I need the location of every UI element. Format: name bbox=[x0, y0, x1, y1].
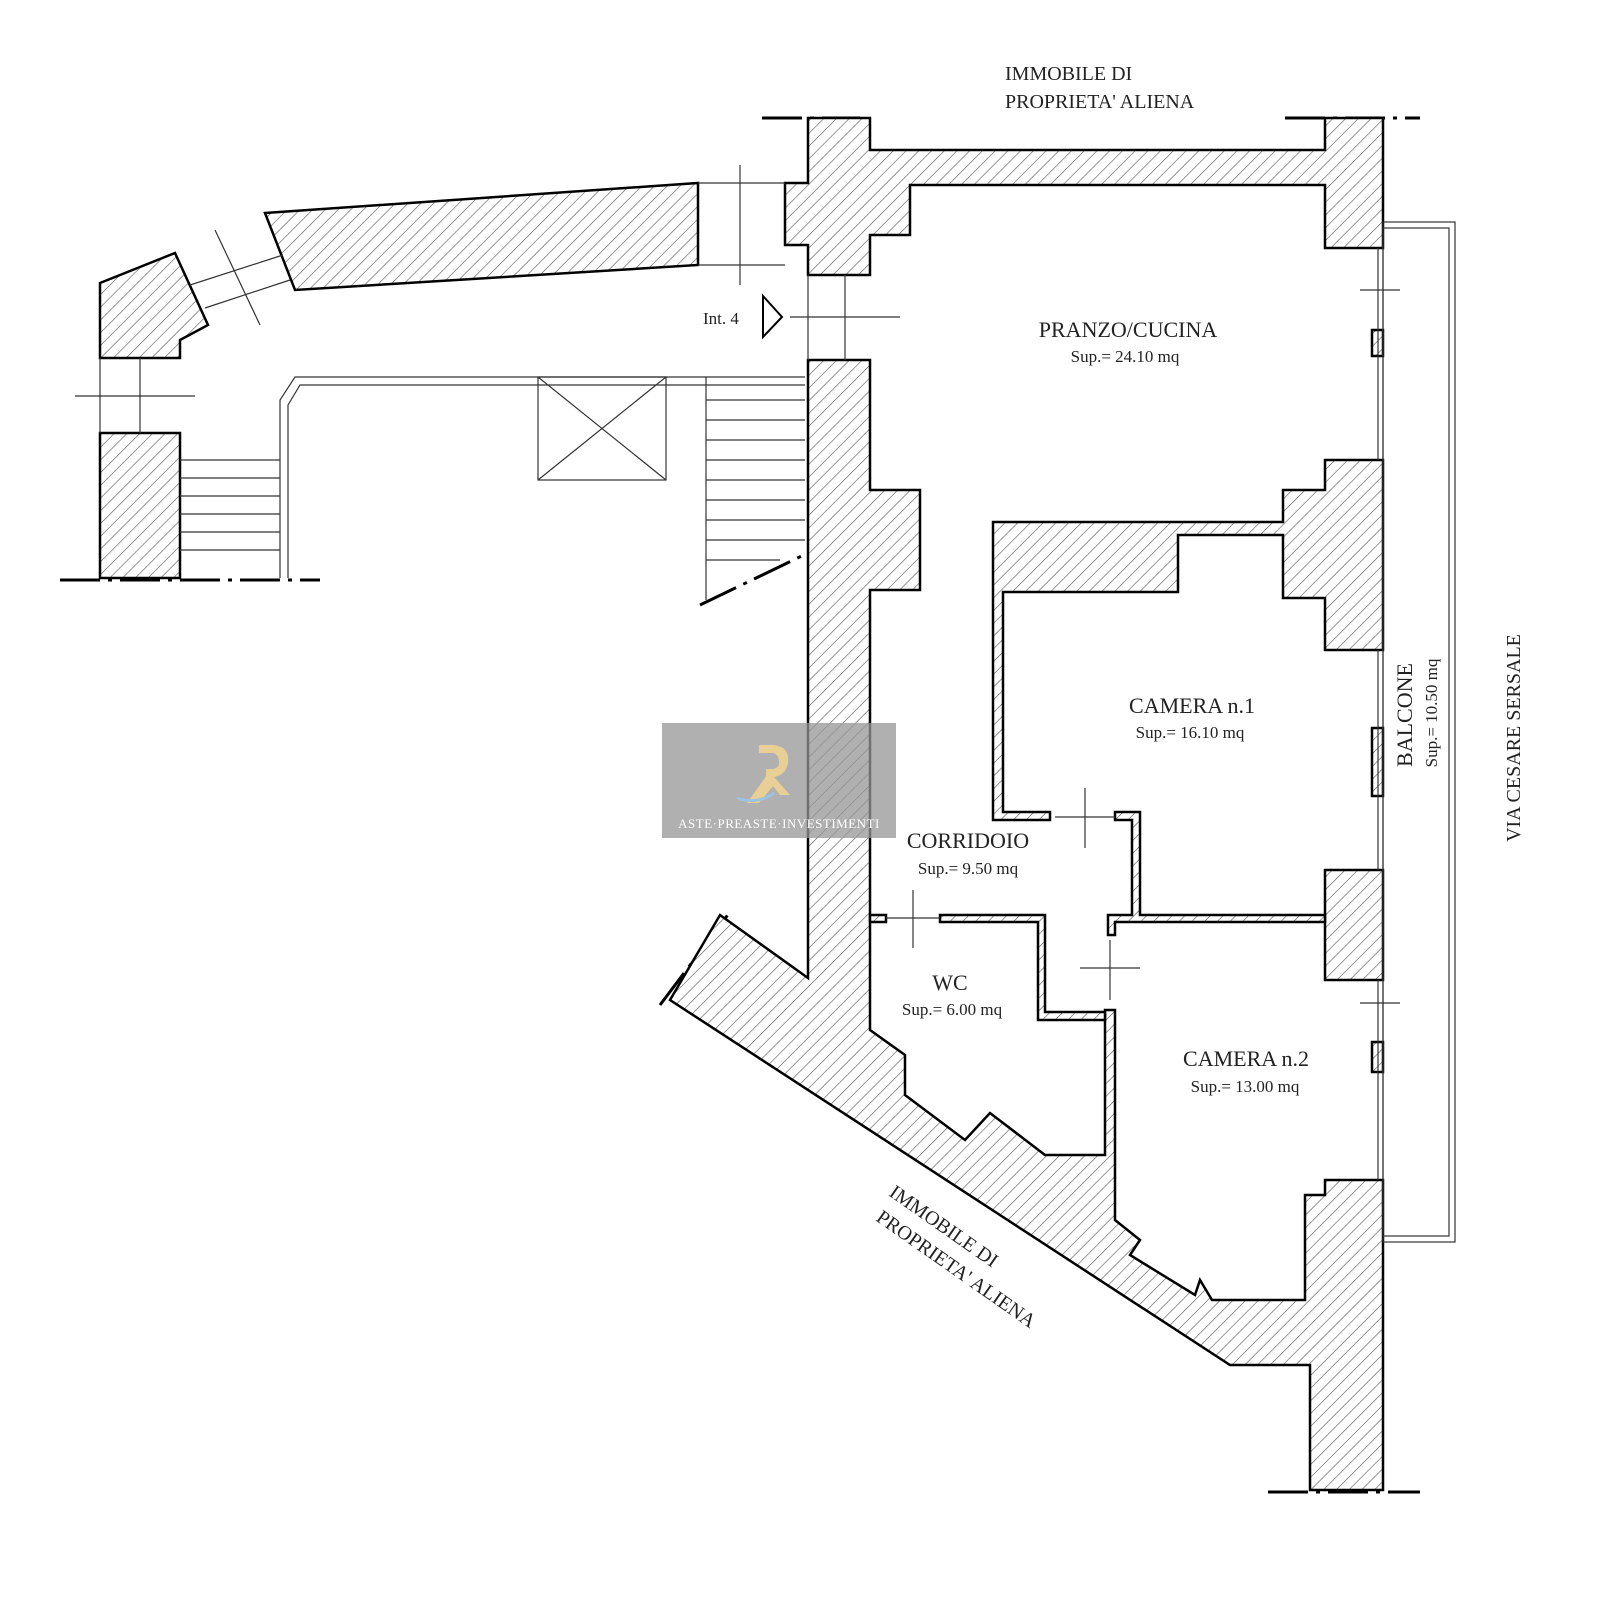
room-area-corridoio: Sup.= 9.50 mq bbox=[918, 859, 1019, 878]
room-name-pranzo: PRANZO/CUCINA bbox=[1039, 317, 1218, 342]
room-name-balcone: BALCONE bbox=[1392, 663, 1417, 767]
watermark-text: ASTE·PREASTE·INVESTIMENTI bbox=[678, 816, 880, 831]
room-name-camera2: CAMERA n.2 bbox=[1183, 1046, 1309, 1071]
room-area-pranzo: Sup.= 24.10 mq bbox=[1071, 347, 1180, 366]
room-area-camera2: Sup.= 13.00 mq bbox=[1191, 1077, 1300, 1096]
room-name-corridoio: CORRIDOIO bbox=[907, 828, 1029, 853]
neighbor-top-label-2: PROPRIETA' ALIENA bbox=[1005, 91, 1195, 113]
room-name-camera1: CAMERA n.1 bbox=[1129, 693, 1255, 718]
neighbor-top-label-1: IMMOBILE DI bbox=[1005, 63, 1132, 85]
room-area-balcone: Sup.= 10.50 mq bbox=[1422, 658, 1441, 767]
entrance-arrow-icon bbox=[762, 293, 784, 340]
watermark: ASTE·PREASTE·INVESTIMENTI bbox=[662, 723, 896, 838]
room-name-wc: WC bbox=[932, 970, 967, 995]
stair-steps-left bbox=[180, 459, 280, 551]
walls bbox=[98, 116, 1385, 1492]
entrance-label: Int. 4 bbox=[703, 309, 739, 328]
stair-steps-right bbox=[705, 377, 805, 600]
stairs-and-fixtures bbox=[75, 165, 1456, 1243]
room-area-wc: Sup.= 6.00 mq bbox=[902, 1000, 1003, 1019]
street-label: VIA CESARE SERSALE bbox=[1503, 634, 1525, 842]
room-area-camera1: Sup.= 16.10 mq bbox=[1136, 723, 1245, 742]
watermark-logo-icon bbox=[736, 745, 790, 803]
